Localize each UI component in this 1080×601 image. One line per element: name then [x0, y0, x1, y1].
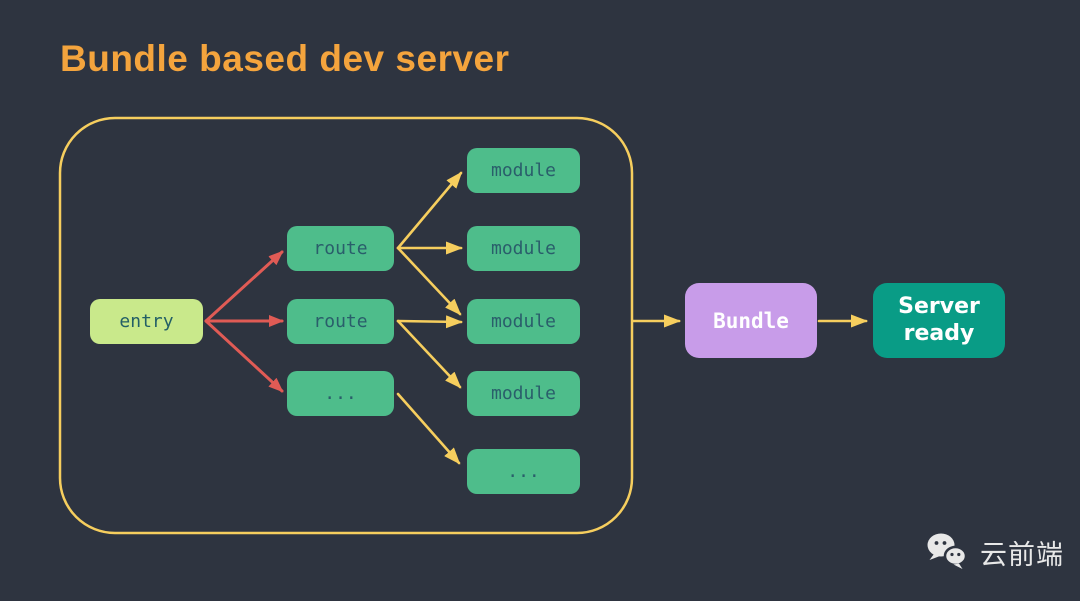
footer-brand: 云前端 — [926, 530, 1064, 574]
module-node-2: module — [467, 226, 580, 271]
module-node-1: module — [467, 148, 580, 193]
entry-node: entry — [90, 299, 203, 344]
route-node-1: route — [287, 226, 394, 271]
module-node-ellipsis: ... — [467, 449, 580, 494]
route-node-ellipsis: ... — [287, 371, 394, 416]
route-node-2: route — [287, 299, 394, 344]
page-title: Bundle based dev server — [60, 38, 510, 79]
server-ready-line1: Server — [898, 294, 980, 320]
wechat-icon — [927, 533, 968, 569]
route-to-module-arrows — [396, 171, 463, 465]
brand-label: 云前端 — [980, 539, 1064, 571]
entry-to-route-arrows — [204, 250, 284, 393]
bundle-node: Bundle — [685, 283, 817, 358]
server-ready-node: Server ready — [873, 283, 1005, 358]
container-outline — [58, 116, 634, 535]
module-node-4: module — [467, 371, 580, 416]
module-node-3: module — [467, 299, 580, 344]
server-ready-line2: ready — [903, 320, 975, 346]
